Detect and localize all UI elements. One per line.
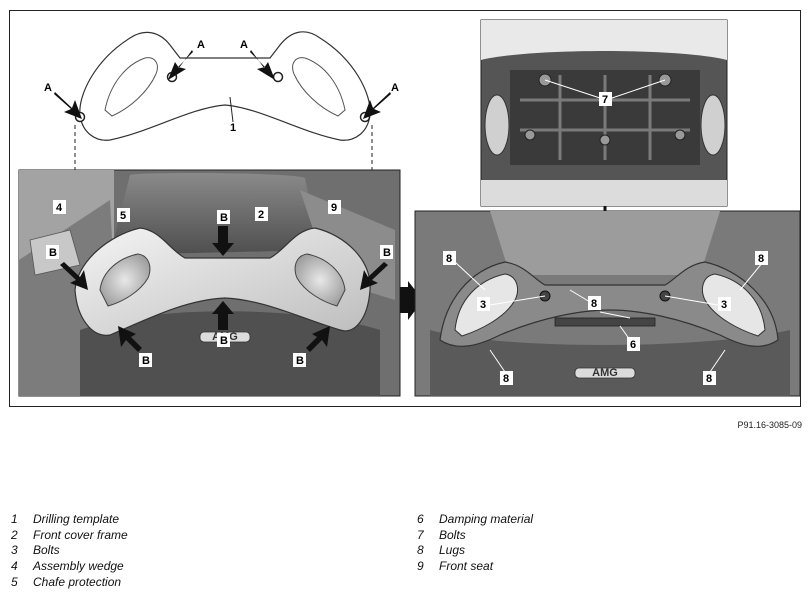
legend-text: Bolts [33, 543, 60, 558]
legend-item: 7 Bolts [417, 528, 533, 544]
legend-text: Drilling template [33, 512, 120, 526]
photo-frame-bolts [480, 19, 728, 207]
callout-2: 2 [258, 209, 264, 221]
drilling-template [74, 31, 371, 141]
callout-8: 8 [503, 373, 509, 385]
legend-left: 1 Drilling template 2 Front cover frame … [11, 512, 128, 591]
legend-number: 7 [417, 527, 424, 542]
legend-text: Front cover frame [33, 527, 128, 542]
next-step-arrow [400, 281, 423, 320]
legend-number: 3 [11, 543, 18, 558]
callout-labels: A A A A 1 4 5 2 9 B B B B B B 7 8 8 3 [44, 39, 768, 385]
callout-8: 8 [706, 373, 712, 385]
legend-item: 3 Bolts [11, 543, 128, 559]
arrow-a [54, 50, 391, 119]
figure-code: P91.16-3085-09 [737, 420, 802, 430]
callout-b: B [142, 355, 150, 367]
legend-number: 5 [11, 574, 18, 589]
photo-installed-frame: AMG [414, 210, 801, 397]
callout-b: B [383, 247, 391, 259]
legend-item: 6 Damping material [417, 512, 533, 528]
callout-b: B [296, 355, 304, 367]
legend-number: 6 [417, 512, 424, 526]
badge-label: AMG [592, 367, 618, 379]
callout-a: A [44, 82, 52, 94]
legend-text: Front seat [439, 559, 494, 574]
legend-item: 2 Front cover frame [11, 528, 128, 544]
legend-number: 8 [417, 543, 424, 558]
callout-b: B [49, 247, 57, 259]
legend-text: Chafe protection [33, 574, 122, 589]
installation-diagram: AMG [18, 19, 801, 397]
legend-item: 9 Front seat [417, 559, 533, 575]
legend-item: 5 Chafe protection [11, 575, 128, 591]
legend-number: 9 [417, 559, 424, 574]
callout-6: 6 [630, 339, 636, 351]
arrow-b [60, 226, 388, 352]
legend-number: 4 [11, 559, 18, 574]
legend-text: Assembly wedge [33, 559, 124, 574]
callout-8: 8 [446, 253, 452, 265]
legend-item: 8 Lugs [417, 543, 533, 559]
legend-right: 6 Damping material 7 Bolts 8 Lugs 9 Fron… [417, 512, 533, 575]
legend-item: 1 Drilling template [11, 512, 128, 528]
callout-3: 3 [480, 299, 486, 311]
callout-8: 8 [758, 253, 764, 265]
legend-text: Lugs [439, 543, 466, 558]
legend-number: 2 [11, 527, 18, 542]
callout-4: 4 [56, 202, 63, 214]
legend-text: Damping material [439, 512, 534, 526]
callout-a: A [391, 82, 399, 94]
callout-1: 1 [230, 122, 236, 134]
callout-8: 8 [591, 298, 597, 310]
callout-a: A [197, 39, 205, 51]
legend-text: Bolts [439, 527, 466, 542]
legend-number: 1 [11, 512, 18, 526]
callout-a: A [240, 39, 248, 51]
callout-7: 7 [602, 94, 608, 106]
callout-b: B [220, 335, 228, 347]
callout-b: B [220, 212, 228, 224]
callout-3: 3 [721, 299, 727, 311]
legend-item: 4 Assembly wedge [11, 559, 128, 575]
callout-5: 5 [120, 210, 126, 222]
callout-9: 9 [331, 202, 337, 214]
